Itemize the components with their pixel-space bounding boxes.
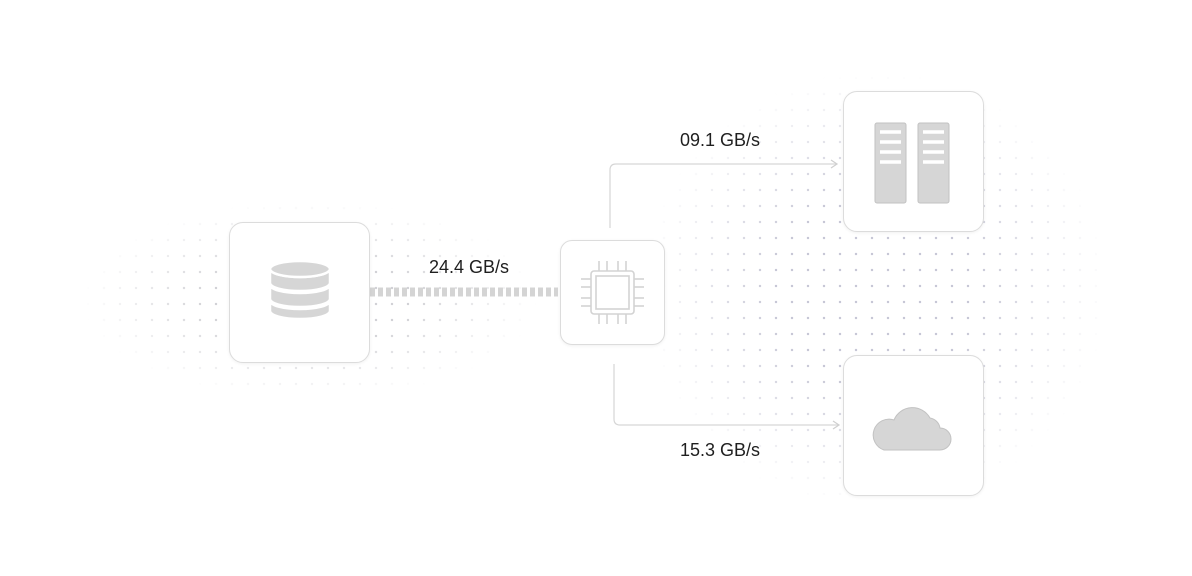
database-node[interactable] [229,222,370,363]
arrow-head-cloud [832,420,841,430]
connector-processor-server [609,163,836,228]
cloud-node[interactable] [843,355,984,496]
rate-label-database-processor: 24.4 GB/s [429,257,510,277]
server-node[interactable] [843,91,984,232]
arrow-head-server [830,159,839,169]
cpu-node[interactable] [560,240,665,345]
rate-label-processor-cloud: 15.3 GB/s [680,440,761,460]
connector-processor-cloud [613,364,838,426]
rate-label-processor-server: 09.1 GB/s [680,130,761,150]
